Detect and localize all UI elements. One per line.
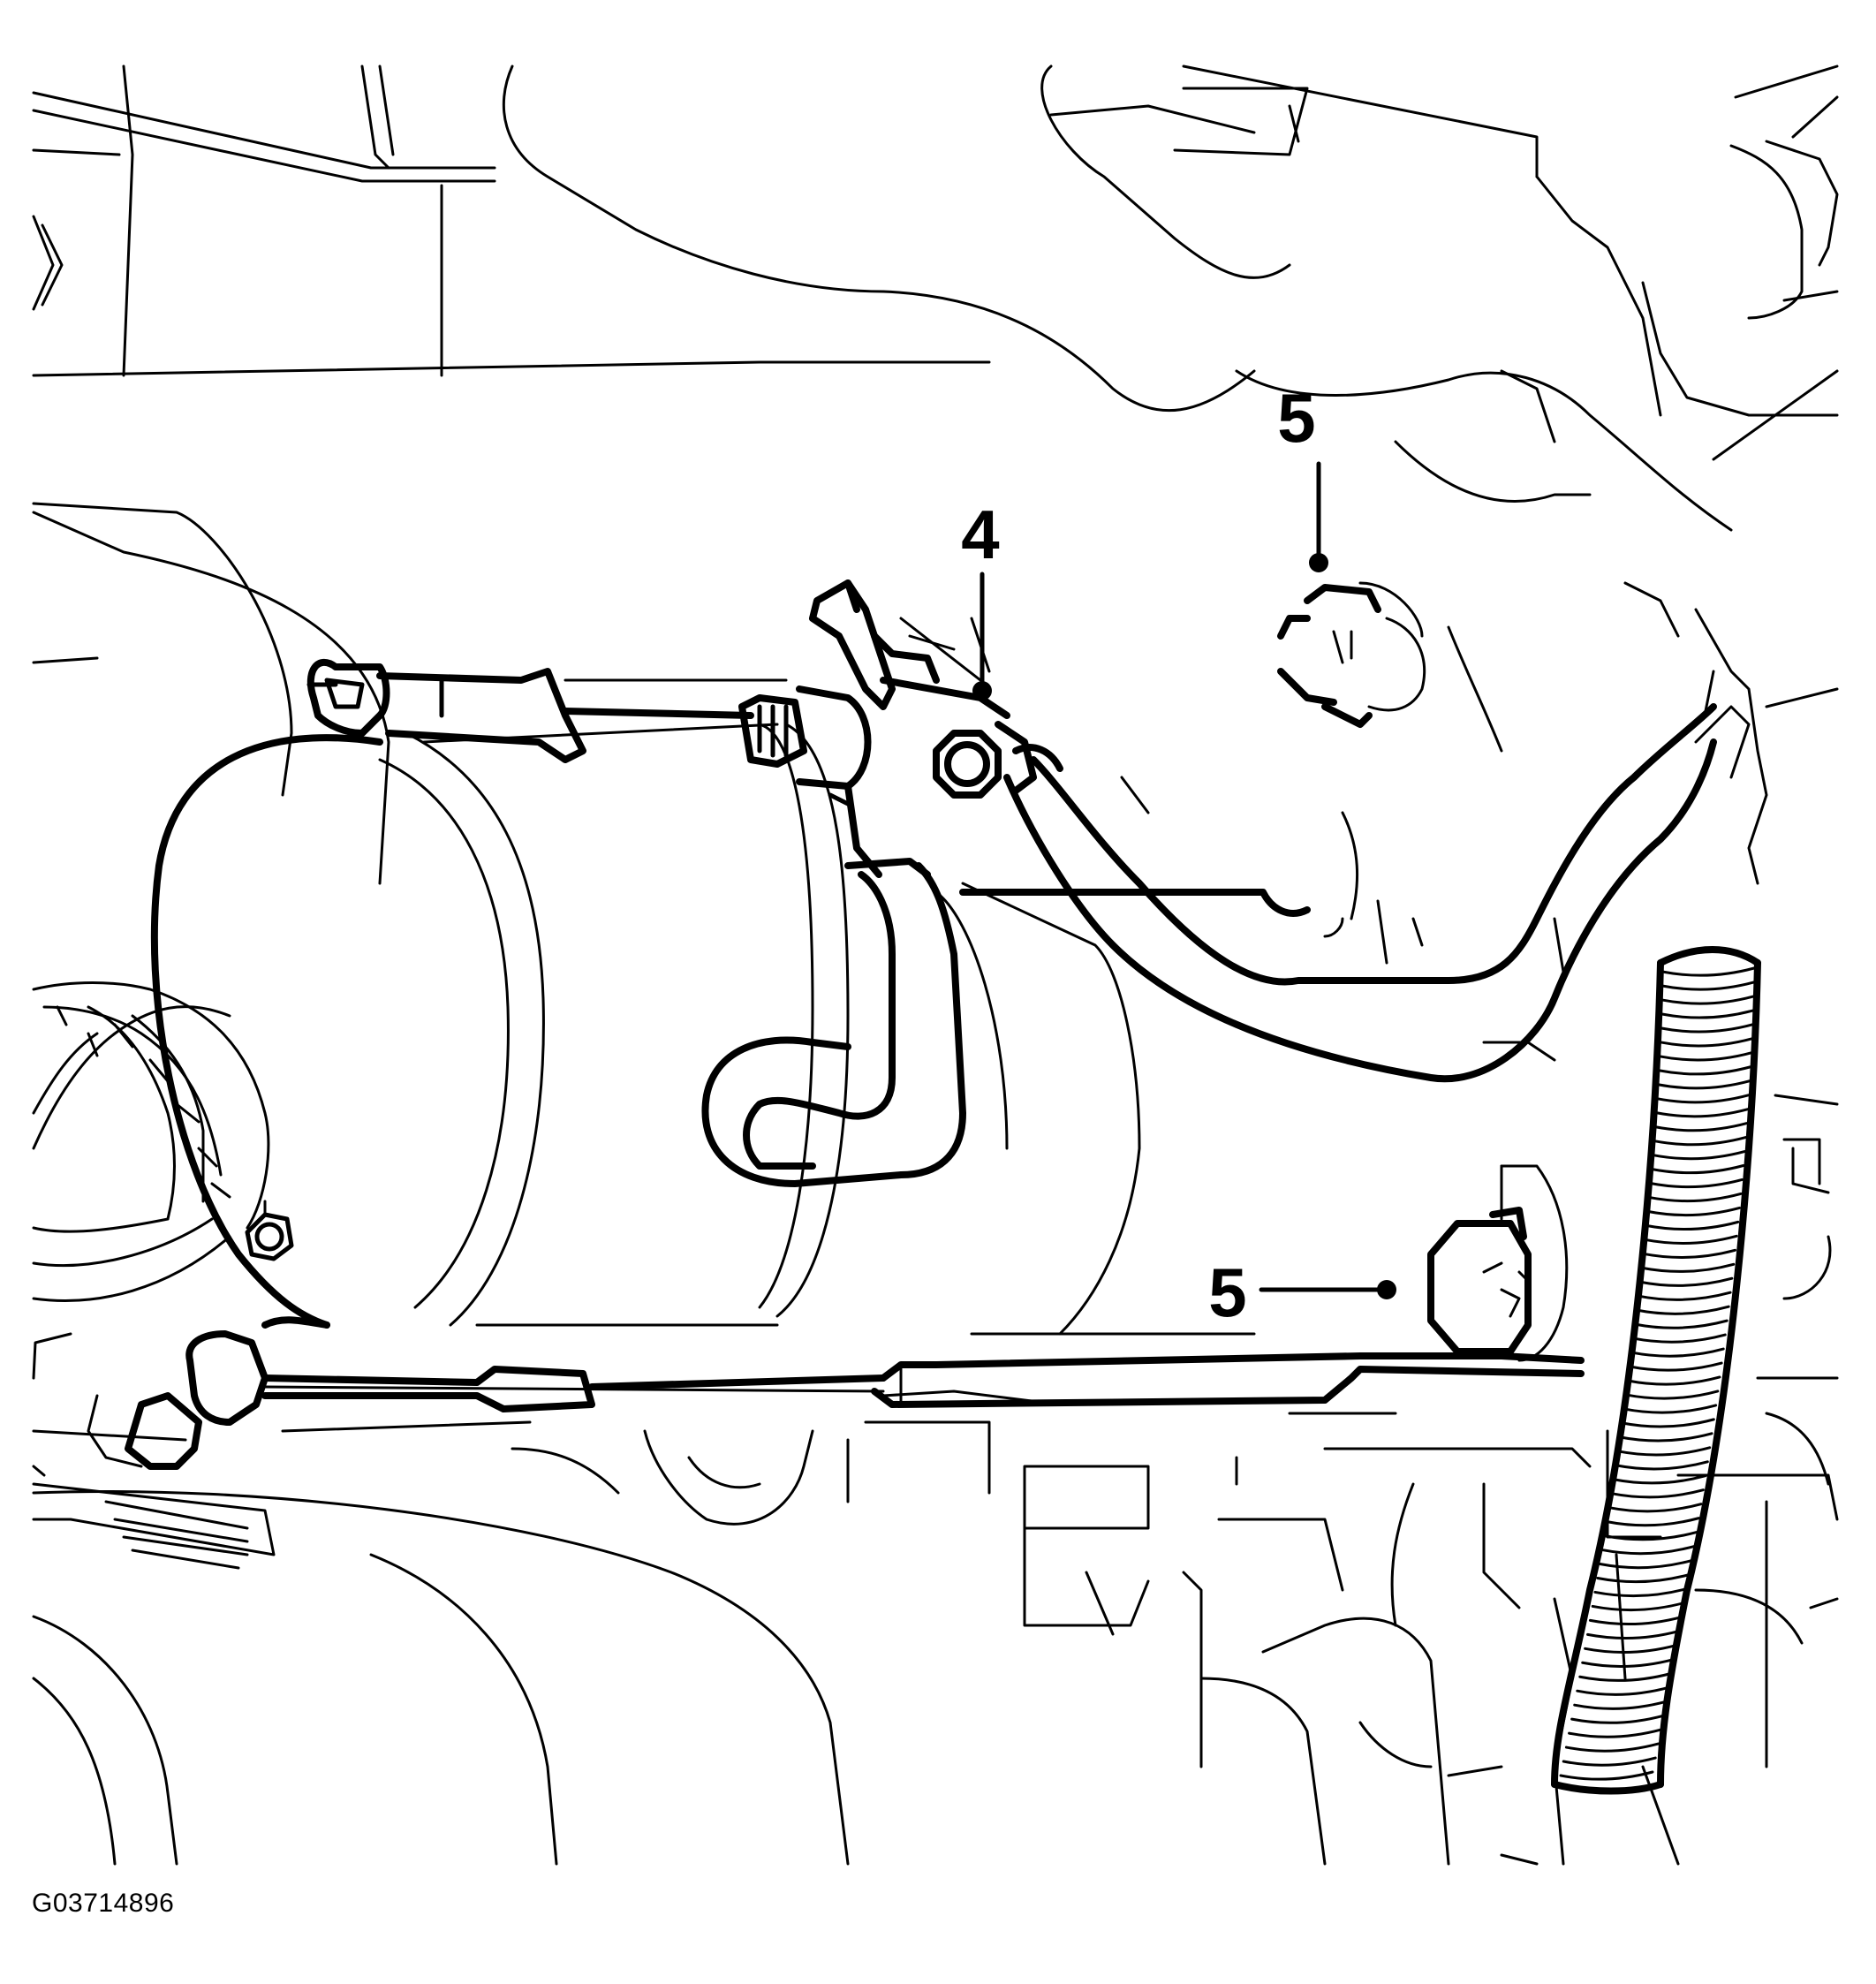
conduit-rib	[1562, 1756, 1657, 1767]
callout-5-lower: 5	[1208, 1253, 1396, 1331]
conduit-rib	[1578, 1671, 1674, 1682]
leader-dot-4	[972, 681, 992, 700]
conduit-rib	[1641, 1248, 1736, 1259]
conduit-rib	[1614, 1460, 1709, 1471]
starter-motor-body	[150, 723, 1256, 1336]
conduit-rib	[1605, 1517, 1700, 1527]
callout-label-5-lower: 5	[1208, 1253, 1246, 1331]
leader-dot-5-upper	[1309, 553, 1328, 572]
conduit-rib	[1659, 1037, 1754, 1048]
conduit-rib	[1660, 981, 1756, 991]
conduit-rib	[1624, 1390, 1720, 1400]
conduit-rib	[1652, 1136, 1747, 1147]
conduit-rib	[1647, 1192, 1743, 1203]
leader-dot-5-lower	[1377, 1280, 1396, 1299]
conduit-rib	[1607, 1503, 1703, 1513]
conduit-rib	[1637, 1291, 1732, 1301]
conduit-rib	[1645, 1220, 1740, 1231]
lower-bolt-5	[1427, 1164, 1569, 1362]
conduit-rib	[1643, 1234, 1738, 1245]
conduit-rib	[1658, 1051, 1753, 1062]
conduit-rib	[1616, 1446, 1712, 1457]
conduit-rib	[1559, 1770, 1654, 1781]
conduit-rib	[1598, 1559, 1693, 1570]
conduit-rib	[1654, 1108, 1750, 1118]
callout-label-4: 4	[961, 496, 999, 573]
conduit-rib	[1570, 1714, 1666, 1724]
conduit-rib	[1576, 1685, 1671, 1696]
conduit-rib	[1653, 1122, 1749, 1132]
figure-id-label: G03714896	[32, 1889, 175, 1918]
conduit-ribs	[1559, 966, 1756, 1781]
conduit-rib	[1612, 1474, 1707, 1485]
upper-bolt-5	[1277, 581, 1426, 728]
conduit-rib	[1603, 1531, 1698, 1541]
conduit-rib	[1660, 1009, 1755, 1019]
conduit-rib	[1623, 1404, 1718, 1414]
conduit-rib	[1628, 1361, 1723, 1372]
conduit-rib	[1609, 1488, 1705, 1499]
left-hose-bellows	[32, 981, 270, 1302]
conduit-rib	[1645, 1206, 1741, 1217]
conduit-rib	[1660, 966, 1756, 977]
conduit-rib	[1593, 1586, 1689, 1598]
conduit-rib	[1591, 1601, 1686, 1612]
nut-4-assembly	[880, 617, 1751, 1083]
conduit-rib	[1588, 1615, 1683, 1626]
conduit-rib	[1626, 1375, 1721, 1386]
conduit-rib	[1596, 1572, 1691, 1584]
conduit-rib	[1568, 1728, 1663, 1738]
conduit-rib	[1630, 1347, 1725, 1358]
terminal-stud-assembly	[701, 579, 966, 1187]
conduit-rib	[1586, 1629, 1682, 1639]
callout-label-5-upper: 5	[1277, 379, 1315, 457]
conduit-rib	[1640, 1262, 1736, 1273]
conduit-rib	[1648, 1178, 1744, 1189]
conduit-rib	[1656, 1079, 1751, 1090]
conduit-rib	[1655, 1094, 1751, 1104]
conduit-rib	[1657, 1065, 1752, 1076]
conduit-rib	[1633, 1319, 1728, 1329]
conduit-rib	[1631, 1333, 1727, 1344]
conduit-rib	[1618, 1432, 1713, 1443]
conduit-rib	[1620, 1418, 1715, 1428]
conduit-rib	[1638, 1276, 1734, 1287]
conduit-rib	[1651, 1150, 1746, 1161]
callout-4: 4	[961, 496, 1000, 700]
corrugated-conduit	[1551, 946, 1761, 1795]
conduit-rib	[1635, 1305, 1730, 1315]
conduit-rib	[1650, 1164, 1745, 1175]
conduit-rib	[1659, 1023, 1754, 1034]
conduit-rib	[1584, 1643, 1679, 1654]
callout-5-upper: 5	[1277, 379, 1328, 572]
mounting-strap-bottom	[87, 1330, 1585, 1470]
mounting-strap-top	[306, 659, 788, 763]
conduit-rib	[1581, 1657, 1676, 1668]
conduit-rib	[1564, 1742, 1660, 1753]
engine-background-lines	[32, 64, 1839, 1866]
conduit-rib	[1660, 995, 1755, 1005]
conduit-rib	[1573, 1700, 1668, 1710]
conduit-rib	[1600, 1545, 1696, 1556]
